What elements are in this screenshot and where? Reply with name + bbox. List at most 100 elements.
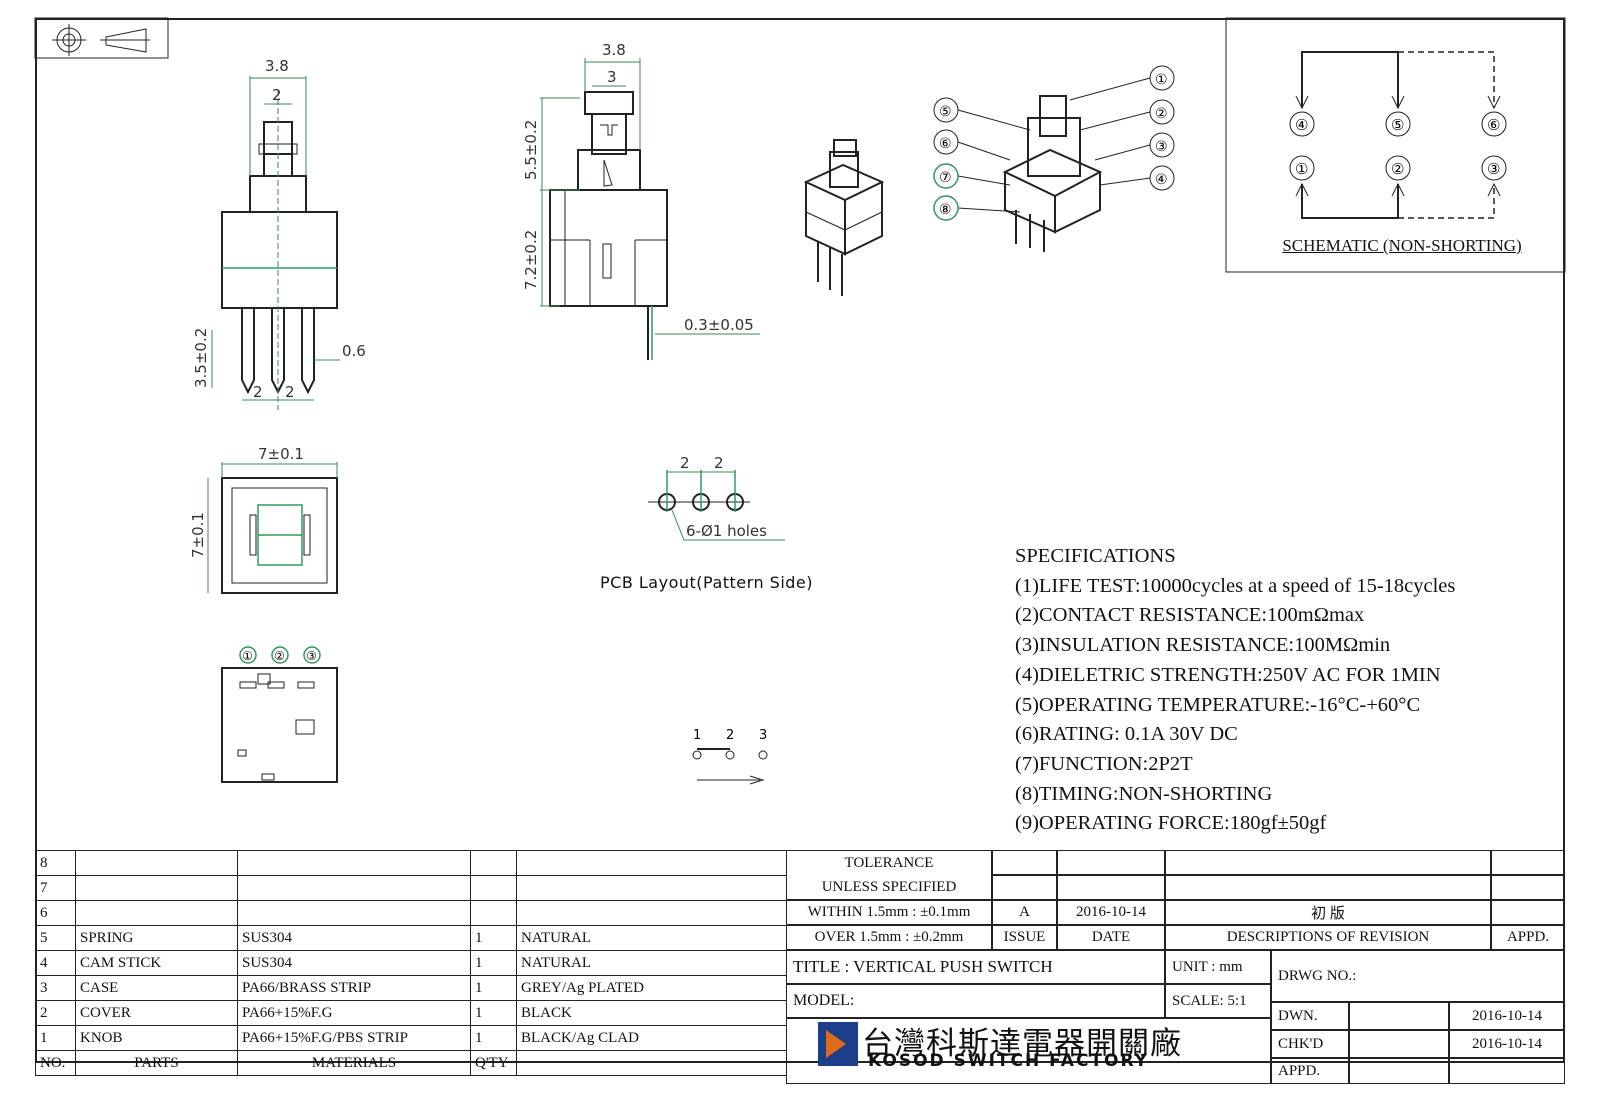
bom-finish: NATURAL [516,925,787,951]
tolerance-label: TOLERANCE [786,850,992,875]
pcb-layout [648,470,785,541]
dim-front-knob: 2 [272,86,282,104]
bom-finish: BLACK/Ag CLAD [516,1025,787,1051]
spec-item: (8)TIMING:NON-SHORTING [1015,782,1273,805]
spec-item: (1)LIFE TEST:10000cycles at a speed of 1… [1015,574,1456,597]
dim-front-pin-width: 0.6 [342,342,366,360]
dim-side-body: 7.2±0.2 [522,230,540,290]
bom-material: SUS304 [237,950,471,976]
schem-pin-6: ⑥ [1487,116,1500,134]
bom-finish [516,900,787,926]
bottom-view [221,646,338,783]
scale-label: SCALE: 5:1 [1165,984,1271,1018]
bom-qty: 1 [470,950,517,976]
dim-top-height: 7±0.1 [189,512,207,558]
bom-qty [470,900,517,926]
rev-blank [992,875,1057,900]
bom-header-no: NO. [35,1050,76,1076]
dim-pcb-pitch-a: 2 [680,454,690,472]
bom-part: KNOB [75,1025,238,1051]
bom-finish: BLACK [516,1000,787,1026]
rev-blank [1057,850,1165,875]
bom-material [237,850,471,876]
chkd-date: 2016-10-14 [1449,1030,1565,1058]
callout-6: ⑥ [939,136,952,152]
chkd-name [1349,1030,1449,1058]
callout-7: ⑦ [939,170,952,186]
kosod-logo [818,1022,858,1066]
schematic [1225,17,1566,273]
pcb-layout-label: PCB Layout(Pattern Side) [600,573,814,592]
bottom-pin-1: ① [242,649,253,663]
appd-name [1349,1058,1449,1084]
drawing-title: TITLE : VERTICAL PUSH SWITCH [786,950,1165,984]
bom-header-qty: Q'TY [470,1050,517,1076]
dim-front-pitch-b: 2 [285,383,295,401]
rev-blank [1491,850,1565,875]
rev-description: 初 版 [1165,900,1491,925]
bom-header-part: PARTS [75,1050,238,1076]
unit-label: UNIT : mm [1165,950,1271,984]
contact-pin-1: 1 [693,728,701,743]
bom-qty [470,850,517,876]
callout-8: ⑧ [939,202,952,218]
drawing-sheet [35,18,1565,1063]
bom-header-blank [516,1050,787,1076]
front-view [211,76,340,410]
factory-name-cn: 台灣科斯達電器開關廠 [862,1026,1182,1062]
contact-pin-2: 2 [726,728,734,743]
bom-part: CAM STICK [75,950,238,976]
model-label: MODEL: [786,984,1165,1018]
bom-material: PA66+15%F.G [237,1000,471,1026]
schem-pin-5: ⑤ [1391,116,1404,134]
bom-material: PA66+15%F.G/PBS STRIP [237,1025,471,1051]
specs-heading: SPECIFICATIONS [1015,545,1176,567]
dwn-name [1349,1002,1449,1030]
bom-part [75,900,238,926]
rev-issue: A [992,900,1057,925]
col-description: DESCRIPTIONS OF REVISION [1165,925,1491,950]
bom-qty [470,875,517,901]
bom-finish: NATURAL [516,950,787,976]
contact-pin-3: 3 [759,728,767,743]
bom-part: COVER [75,1000,238,1026]
bom-part [75,850,238,876]
rev-blank [1491,875,1565,900]
bom-no: 5 [35,925,76,951]
table-row: 6 [35,900,787,926]
top-view [207,462,338,594]
bom-qty: 1 [470,1025,517,1051]
bom-part [75,875,238,901]
tolerance-over: OVER 1.5mm : ±0.2mm [786,925,992,950]
bom-finish: GREY/Ag PLATED [516,975,787,1001]
bom-finish [516,850,787,876]
table-row: 7 [35,875,787,901]
col-issue: ISSUE [992,925,1057,950]
col-appd: APPD. [1491,925,1565,950]
iso-view-exploded [933,65,1175,252]
dim-side-stroke: 5.5±0.2 [522,120,540,180]
schem-pin-1: ① [1295,160,1308,178]
factory-name-en: KOSOD SWITCH FACTORY [868,1051,1149,1071]
bom-qty: 1 [470,1000,517,1026]
bom-no: 1 [35,1025,76,1051]
bom-no: 4 [35,950,76,976]
factory-box [786,1018,1271,1084]
bom-material: SUS304 [237,925,471,951]
bom-no: 8 [35,850,76,876]
callout-5: ⑤ [939,104,952,120]
iso-view-small [803,139,885,296]
projection-symbol [34,17,169,59]
dim-side-width: 3.8 [602,41,626,59]
rev-blank [1165,850,1491,875]
bom-no: 6 [35,900,76,926]
callout-1: ① [1155,72,1168,88]
bom-no: 2 [35,1000,76,1026]
schematic-title: SCHEMATIC (NON-SHORTING) [1282,236,1522,255]
bom-part: CASE [75,975,238,1001]
